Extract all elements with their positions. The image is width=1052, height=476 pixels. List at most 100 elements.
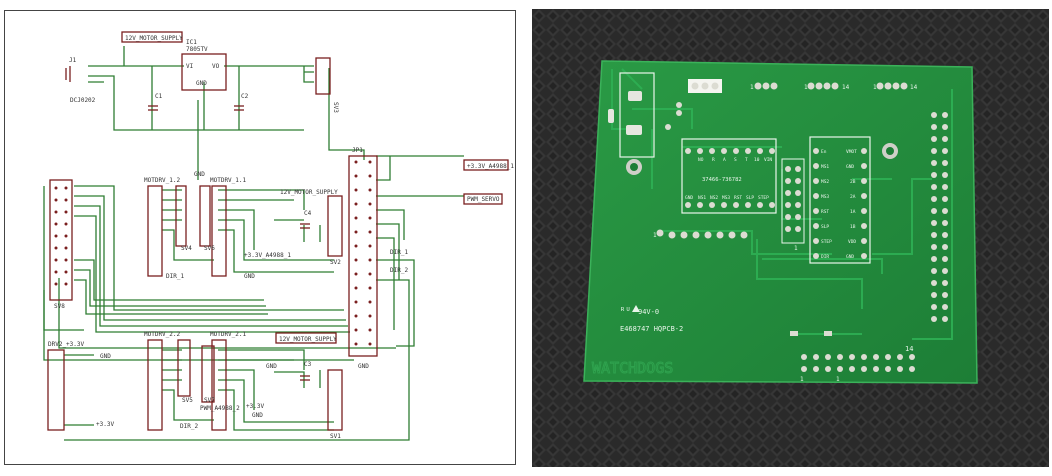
driver-left-0: En	[821, 149, 827, 155]
silk-pin-14: 14	[905, 345, 913, 353]
label-v33-motor1: +3.3V_A4988_1	[244, 252, 291, 259]
silk-serial: E468747 HQPCB-2	[620, 325, 683, 333]
label-gnd-3: GND	[358, 363, 369, 370]
silk-ul-mark: 94V-0	[638, 308, 659, 316]
label-motdrv22: MOTDRV_2.2	[144, 331, 181, 338]
silk-pin-1f: 1	[653, 232, 657, 239]
dip-top-6: VIN	[764, 157, 772, 163]
net-label-pwm-box	[463, 193, 503, 205]
dip-pin-labels: NO R A S T 10 VIN GND NS1 NS2 MS3 RST SL…	[685, 157, 772, 201]
net-label-motor-supply-box	[121, 31, 183, 43]
label-ic1: IC1	[186, 39, 197, 46]
sv7-header	[201, 345, 215, 403]
silk-pin-1c: 1	[873, 84, 877, 91]
motdrv11-header	[211, 185, 227, 277]
driver-right-7: GND	[846, 254, 854, 260]
label-dcj: DCJ0202	[70, 97, 96, 104]
driver-right-5: 1B	[850, 224, 856, 230]
label-dir1-left: DIR_1	[166, 273, 184, 280]
label-dir2-left: DIR_2	[180, 423, 198, 430]
label-ic1-vi: VI	[186, 63, 194, 70]
dip-top-1: R	[712, 157, 715, 163]
driver-left-2: MS2	[821, 179, 829, 185]
label-dir2-right: DIR_2	[390, 267, 408, 274]
driver-left-4: RST	[821, 209, 829, 215]
schematic-diagram: 12V_MOTOR_SUPPLY IC1 7805TV VI VO GND J1…	[4, 10, 516, 465]
dip-top-0: NO	[698, 157, 704, 163]
right-header-column	[931, 112, 948, 322]
dip-bottom-4: RST	[734, 195, 742, 201]
silk-pin-14b: 14	[842, 84, 850, 91]
label-c3: C3	[304, 361, 312, 368]
label-c4: C4	[304, 210, 312, 217]
label-motor-supply-mid: 12V_MOTOR_SUPPLY	[280, 189, 338, 196]
dip-bottom-2: NS2	[710, 195, 718, 201]
bottom-header-row	[801, 354, 915, 372]
label-motdrv12: MOTDRV_1.2	[144, 177, 181, 184]
label-gnd-6: GND	[252, 412, 263, 419]
sv8-header	[49, 179, 73, 301]
sv1-connector	[327, 369, 343, 431]
silk-pin-1d: 1	[800, 376, 804, 383]
silk-pin-1a: 1	[750, 84, 754, 91]
silk-brand: WATCHDOGS	[592, 359, 673, 377]
label-gnd-2: GND	[244, 273, 255, 280]
label-sv1: SV1	[330, 433, 341, 440]
dip-top-5: 10	[754, 157, 760, 163]
label-motdrv11: MOTDRV_1.1	[210, 177, 247, 184]
label-drv2: DRV2_+3.3V	[48, 341, 85, 348]
sv2-connector	[327, 195, 343, 257]
label-sv2: SV2	[330, 259, 341, 266]
motdrv12-header	[147, 185, 163, 277]
label-c1: C1	[155, 93, 163, 100]
driver-left-3: MS3	[821, 194, 829, 200]
pcb-photo: 37466-736782 1 1 1 14 14 14 1 1 1 1 ᴿᵁ 9…	[532, 9, 1049, 467]
label-sv3: SV3	[332, 102, 339, 113]
net-label-v33-box	[463, 159, 509, 171]
label-gnd-4: GND	[100, 353, 111, 360]
label-sv5: SV5	[182, 397, 193, 404]
dip-bottom-0: GND	[685, 195, 693, 201]
motdrv22-header	[147, 339, 163, 431]
label-ic1-vo: VO	[212, 63, 220, 70]
label-sv7: SV7	[204, 397, 215, 404]
dip-top-4: T	[745, 157, 748, 163]
label-pwm-a4988: PWM_A4988_2	[200, 405, 240, 412]
label-pwm-servo: PWM_SERVO	[467, 196, 500, 203]
motdrv21-header	[211, 339, 227, 431]
sv6-header	[199, 185, 211, 247]
dip-bottom-5: SLP	[746, 195, 754, 201]
label-jp1: JP1	[352, 147, 363, 154]
silk-pin-1e: 1	[836, 376, 840, 383]
drv2-header	[47, 349, 65, 431]
driver-right-0: VMOT	[846, 149, 857, 155]
label-v33-a4988: +3.3V_A4988_1	[467, 163, 514, 170]
label-j1: J1	[69, 57, 77, 64]
dip-top-2: A	[723, 157, 726, 163]
driver-pin-labels: En MS1 MS2 MS3 RST SLP STEP DIR VMOT GND…	[821, 149, 857, 260]
jp1-header	[348, 155, 378, 357]
driver-right-2: 2B	[850, 179, 856, 185]
silk-ul-symbol: ᴿᵁ	[620, 307, 631, 317]
label-motor-supply-top: 12V_MOTOR_SUPPLY	[125, 35, 183, 42]
sv5-header	[177, 339, 191, 397]
driver-right-6: VDD	[848, 239, 856, 245]
header-pins	[54, 160, 372, 346]
silk-pin-14c: 14	[910, 84, 918, 91]
ic1-regulator	[181, 53, 227, 91]
sv4-header	[175, 185, 187, 247]
dip-bottom-1: NS1	[698, 195, 706, 201]
dip-bottom-6: STEP	[758, 195, 769, 201]
label-gnd-1: GND	[194, 171, 205, 178]
silk-pin-1b: 1	[804, 84, 808, 91]
label-ic1-part: 7805TV	[186, 46, 208, 53]
label-sv4: SV4	[181, 245, 192, 252]
driver-left-1: MS1	[821, 164, 829, 170]
sv3-connector	[315, 57, 331, 95]
dip-top-3: S	[734, 157, 737, 163]
dip-footprint-left	[681, 138, 777, 214]
top-headers	[688, 79, 908, 93]
driver-right-4: 1A	[850, 209, 856, 215]
schematic-panel: 12V_MOTOR_SUPPLY IC1 7805TV VI VO GND J1…	[4, 10, 516, 465]
net-label-motor-supply-box-2	[275, 332, 337, 344]
